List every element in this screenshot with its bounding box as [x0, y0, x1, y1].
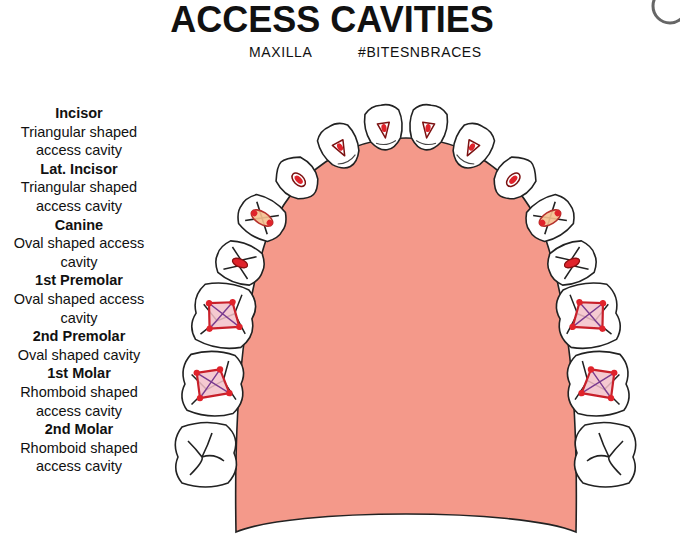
second-molar: [565, 349, 631, 418]
tooth-name: Lat. Incisor: [3, 160, 155, 179]
cavity-shape: Rhomboid shaped access cavity: [3, 439, 155, 476]
tooth-name: Incisor: [3, 104, 155, 123]
tooth-name: 2nd Premolar: [3, 327, 155, 346]
cavity-shape: Oval shaped access cavity: [3, 290, 155, 327]
first-premolar: [231, 188, 293, 247]
first-premolar: [519, 188, 581, 247]
subtitle-holder: MAXILLA: [249, 44, 312, 60]
second-molar: [180, 349, 246, 418]
first-molar: [552, 279, 623, 353]
lateral-incisor: [313, 118, 367, 175]
third-molar: [575, 422, 636, 487]
canine: [485, 149, 544, 208]
central-incisor: [362, 103, 405, 153]
cavity-shape: Rhomboid shaped access cavity: [3, 383, 155, 420]
first-molar: [188, 279, 259, 353]
tooth-name: 1st Premolar: [3, 271, 155, 290]
diagram-title: ACCESS CAVITIES: [0, 0, 664, 40]
canine: [268, 149, 327, 208]
cavity-shape: Oval shaped cavity: [3, 346, 155, 365]
cavity-shape: Triangular shaped access cavity: [3, 178, 155, 215]
tooth-name: Canine: [3, 216, 155, 235]
cavity-shape: Triangular shaped access cavity: [3, 123, 155, 160]
palate: [236, 138, 577, 532]
tooth-list: IncisorTriangular shaped access cavityLa…: [3, 104, 155, 476]
tooth-name: 1st Molar: [3, 364, 155, 383]
subtitle: MAXILLA: [249, 44, 312, 60]
title-holder: ACCESS CAVITIES: [0, 0, 664, 40]
lateral-incisor: [445, 118, 499, 175]
third-molar: [175, 422, 236, 487]
central-incisor: [407, 103, 450, 153]
cavity-shape: Oval shaped access cavity: [3, 234, 155, 271]
hashtag: #BITESNBRACES: [358, 44, 482, 60]
tooth-name: 2nd Molar: [3, 420, 155, 439]
subtitle-holder: #BITESNBRACES: [358, 44, 482, 60]
logo-ring: [653, 0, 680, 23]
